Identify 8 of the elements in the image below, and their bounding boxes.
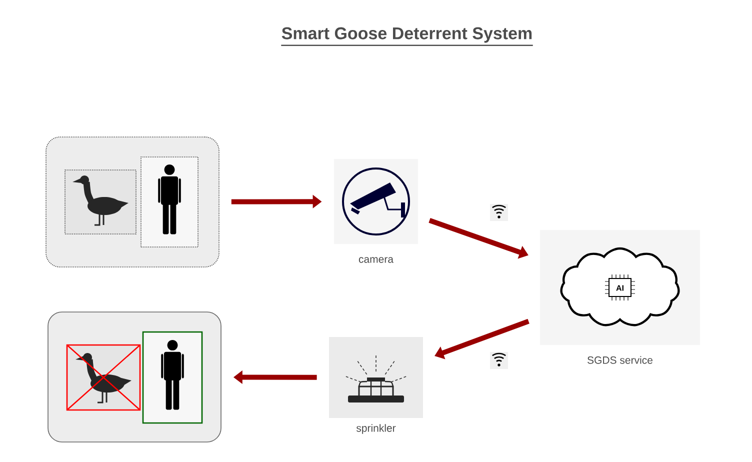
person-drawing [140, 156, 198, 248]
node-label: sprinkler [356, 424, 396, 434]
goose-drawing [66, 344, 141, 411]
title: Smart Goose Deterrent System [282, 27, 532, 43]
goose-drawing [64, 170, 136, 234]
person-drawing [142, 331, 203, 424]
node-label: camera [358, 257, 394, 263]
node-label: SGDS service [588, 356, 652, 364]
